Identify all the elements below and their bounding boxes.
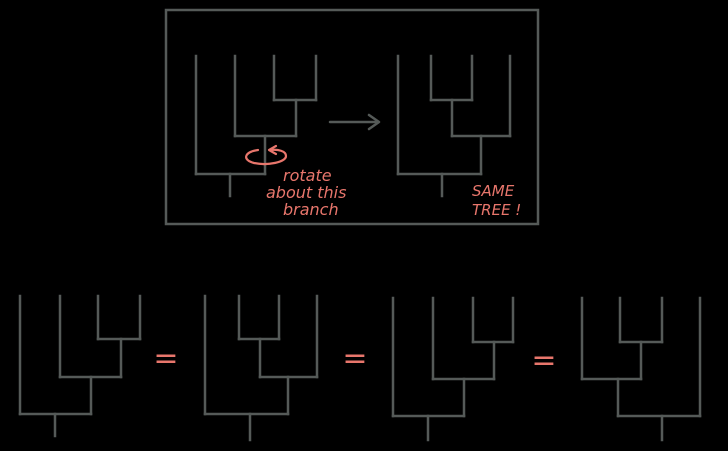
right-arrow-icon bbox=[328, 113, 381, 131]
rotate-note-line1: rotate bbox=[283, 166, 332, 185]
tree-before-rotation bbox=[194, 54, 318, 198]
rotate-note: rotate about this branch bbox=[266, 166, 346, 219]
tree-variant-3 bbox=[391, 296, 515, 442]
rotate-note-line3: branch bbox=[283, 200, 339, 219]
rotate-arrow-icon bbox=[245, 144, 288, 166]
same-tree-note: SAME TREE ! bbox=[472, 182, 521, 219]
tree-variant-2 bbox=[203, 294, 319, 442]
equals-sign-1: = bbox=[153, 341, 178, 376]
same-tree-line1: SAME bbox=[472, 182, 515, 200]
tree-variant-4 bbox=[580, 296, 702, 442]
equals-sign-2: = bbox=[342, 341, 367, 376]
example-frame bbox=[164, 8, 540, 226]
tree-after-rotation bbox=[396, 54, 512, 198]
tree-variant-1 bbox=[18, 294, 142, 438]
rotate-note-line2: about this bbox=[266, 183, 346, 202]
equals-sign-3: = bbox=[531, 343, 556, 378]
same-tree-line2: TREE ! bbox=[472, 201, 521, 219]
